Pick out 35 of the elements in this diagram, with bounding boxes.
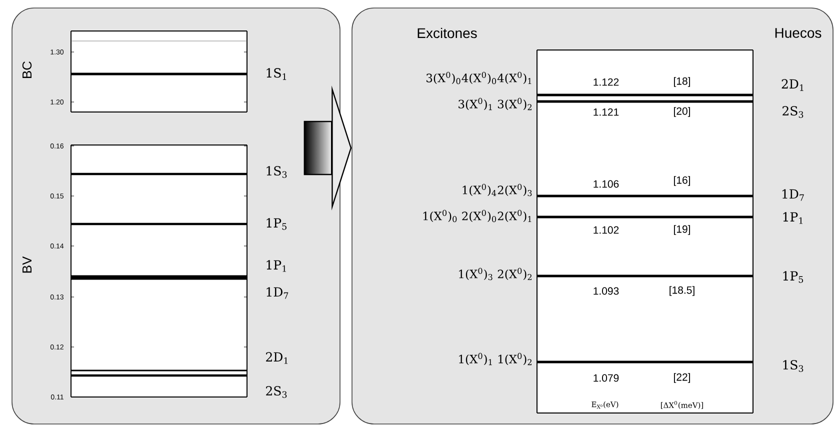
- level-label: 1D$_{7}$: [782, 189, 804, 201]
- band-label: BC: [22, 61, 32, 78]
- exciton-label: 1(X$^{0}$)$_{0}$ 2(X$^{0}$)$_{0}$2(X$^{0}$)$_{1}$: [423, 210, 532, 222]
- bracket-value: [20]: [674, 107, 690, 117]
- energy-value: 1.121: [594, 108, 619, 116]
- energy-value: 1.079: [594, 374, 619, 382]
- level-label: 2S$_{3}$: [266, 386, 287, 398]
- panel-heading: Excitones: [418, 28, 477, 38]
- level-label: 1P$_{5}$: [783, 271, 804, 283]
- level-label: 1D$_{7}$: [266, 287, 288, 299]
- level-label: 1P$_{1}$: [266, 260, 286, 272]
- exciton-label: 3(X$^{0}$)$_{1}$ 3(X$^{0}$)$_{2}$: [458, 98, 532, 110]
- bracket-value: [18.5]: [670, 286, 694, 296]
- bracket-value: [22]: [674, 373, 690, 383]
- level-label: 1S$_{1}$: [266, 68, 286, 80]
- level-label: 1S$_{3}$: [783, 360, 804, 372]
- exciton-label: 1(X$^{0}$)$_{1}$ 1(X$^{0}$)$_{2}$: [459, 352, 532, 366]
- level-label: 1P$_{1}$: [783, 212, 802, 224]
- exciton-label: 3(X$^{0}$)$_{0}$4(X$^{0}$)$_{0}$4(X$^{0}$)$_{1}$: [426, 72, 532, 84]
- level-label: 1P$_{5}$: [266, 218, 286, 230]
- bracket-value: [18]: [674, 77, 690, 87]
- energy-value: 1.093: [594, 287, 619, 295]
- energy-value: 1.102: [594, 226, 619, 234]
- level-label: 2D$_{1}$: [782, 79, 804, 91]
- level-label: 1S$_{3}$: [266, 166, 287, 178]
- energy-value: 1.122: [594, 78, 619, 86]
- exciton-label: 1(X$^{0}$)$_{3}$ 2(X$^{0}$)$_{2}$: [459, 268, 532, 280]
- band-label: BV: [22, 256, 32, 273]
- bracket-value: [16]: [674, 176, 690, 186]
- bracket-value: [19]: [674, 225, 690, 235]
- energy-value: 1.106: [594, 180, 619, 188]
- level-label: 2D$_{1}$: [266, 352, 288, 364]
- level-label: 2S$_{3}$: [782, 106, 804, 118]
- exciton-label: 1(X$^{0}$)$_{4}$2(X$^{0}$)$_{3}$: [462, 184, 532, 196]
- panel-heading: Huecos: [775, 28, 822, 38]
